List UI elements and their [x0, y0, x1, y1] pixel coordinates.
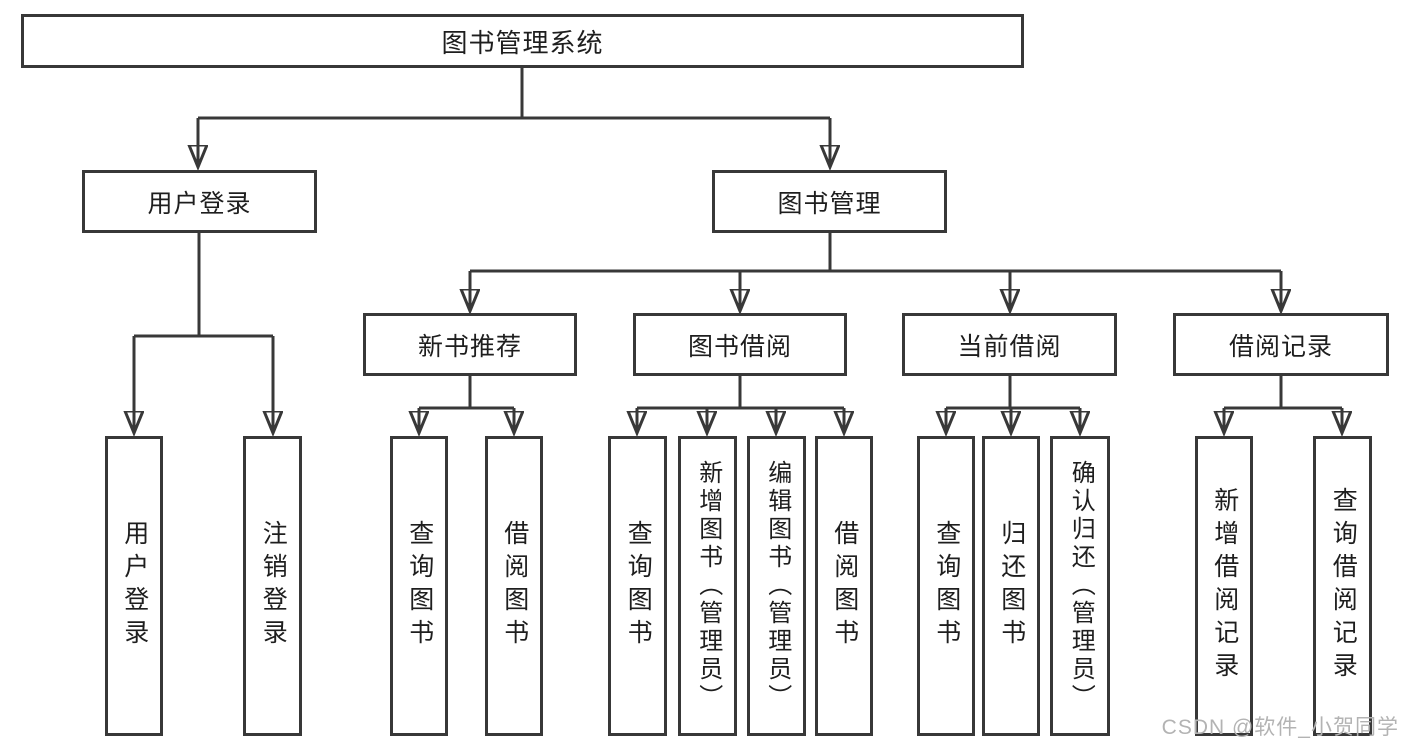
node-borrowing-records-label: 借阅记录 [1228, 332, 1333, 361]
node-bb-add-books-label: 新增图书（管理员） [694, 460, 722, 712]
connector-line [1224, 376, 1342, 410]
node-cb-return-books-label: 归还图书 [997, 520, 1026, 652]
node-bb-borrow-books: 借阅图书 [815, 436, 873, 736]
node-bb-query-books: 查询图书 [608, 436, 667, 736]
node-bb-borrow-books-label: 借阅图书 [830, 520, 859, 652]
node-user-login-label: 用户登录 [120, 520, 149, 652]
node-bb-edit-books: 编辑图书（管理员） [747, 436, 806, 736]
node-borrowing-records: 借阅记录 [1173, 313, 1389, 376]
node-nb-query-books: 查询图书 [390, 436, 448, 736]
connector-line [470, 233, 1281, 273]
node-user-login-branch-label: 用户登录 [147, 189, 252, 218]
node-cb-query-books: 查询图书 [917, 436, 975, 736]
node-root: 图书管理系统 [21, 14, 1024, 68]
connector-line [134, 233, 273, 338]
node-nb-borrow-books: 借阅图书 [485, 436, 543, 736]
node-br-query-record-label: 查询借阅记录 [1329, 487, 1358, 685]
csdn-watermark: CSDN @软件_小贺同学 [1161, 716, 1399, 739]
node-cb-return-books: 归还图书 [982, 436, 1040, 736]
node-cb-confirm-return: 确认归还（管理员） [1050, 436, 1110, 736]
node-user-login: 用户登录 [105, 436, 163, 736]
node-root-label: 图书管理系统 [441, 27, 604, 58]
node-logout: 注销登录 [243, 436, 302, 736]
connector-line [419, 376, 514, 410]
node-br-query-record: 查询借阅记录 [1313, 436, 1372, 736]
node-bb-edit-books-label: 编辑图书（管理员） [763, 460, 791, 712]
node-new-book-recommend: 新书推荐 [363, 313, 577, 376]
node-book-management-label: 图书管理 [777, 189, 882, 218]
node-logout-label: 注销登录 [259, 520, 288, 652]
node-user-login-branch: 用户登录 [82, 170, 317, 233]
node-book-management: 图书管理 [712, 170, 947, 233]
node-nb-borrow-books-label: 借阅图书 [500, 520, 529, 652]
connector-line [946, 376, 1080, 410]
node-br-add-record-label: 新增借阅记录 [1210, 487, 1239, 685]
node-book-borrowing-label: 图书借阅 [687, 332, 792, 361]
node-cb-query-books-label: 查询图书 [932, 520, 961, 652]
node-book-borrowing: 图书借阅 [633, 313, 847, 376]
connector-line [198, 68, 830, 120]
node-bb-add-books: 新增图书（管理员） [678, 436, 737, 736]
node-bb-query-books-label: 查询图书 [624, 520, 653, 652]
node-current-borrowing-label: 当前借阅 [957, 332, 1062, 361]
node-cb-confirm-return-label: 确认归还（管理员） [1067, 460, 1095, 712]
connector-line [637, 376, 844, 410]
node-new-book-recommend-label: 新书推荐 [417, 332, 522, 361]
node-nb-query-books-label: 查询图书 [405, 520, 434, 652]
node-current-borrowing: 当前借阅 [902, 313, 1117, 376]
node-br-add-record: 新增借阅记录 [1195, 436, 1253, 736]
